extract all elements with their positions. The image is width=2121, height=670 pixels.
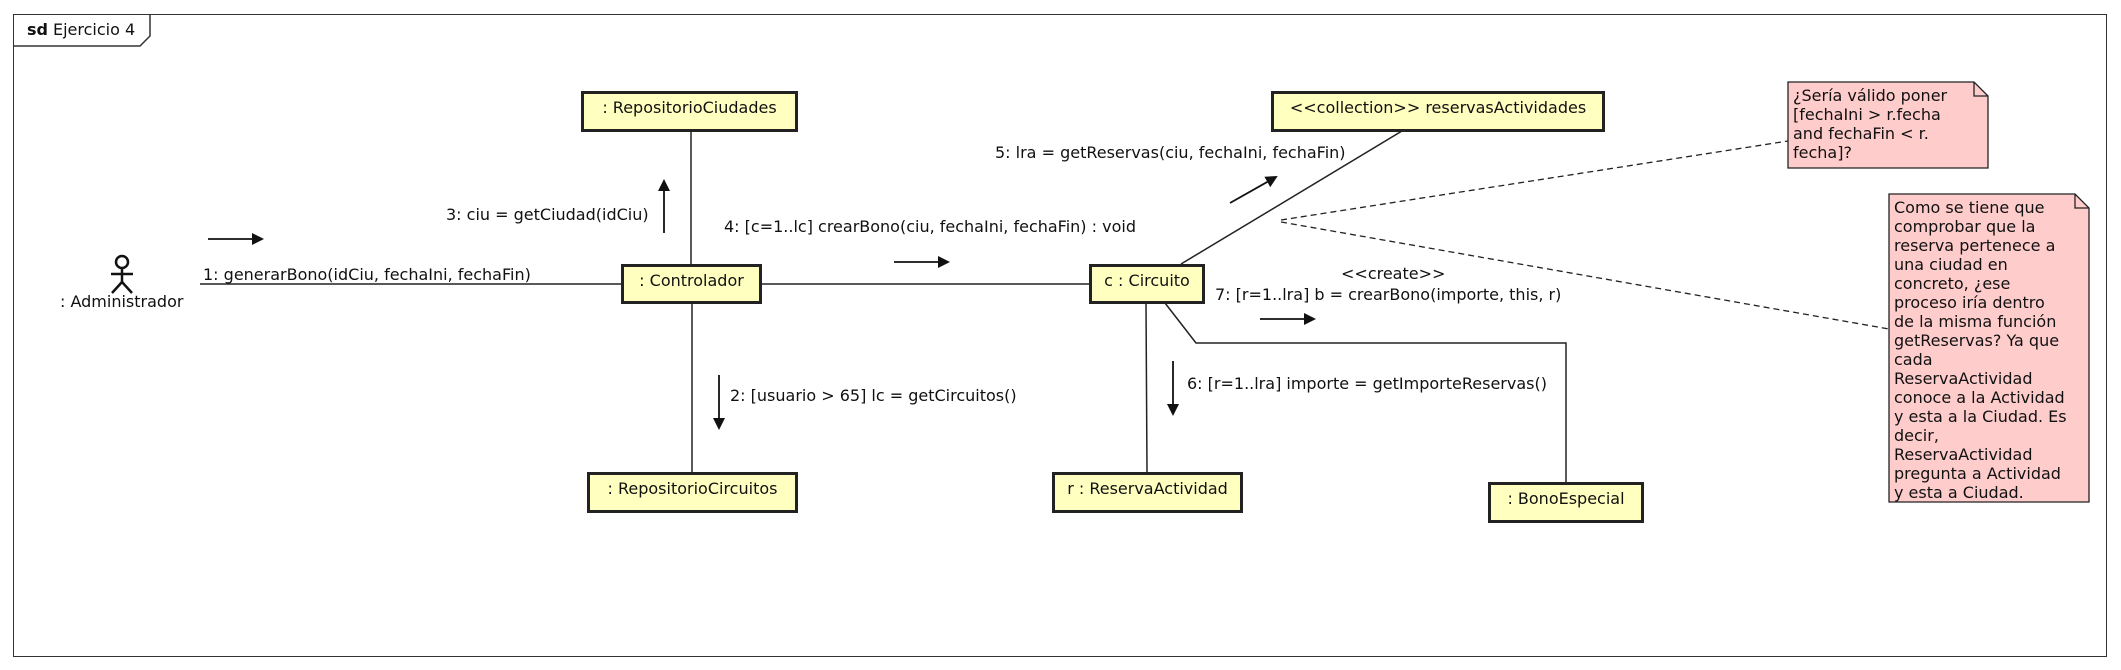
frame-name: Ejercicio 4 (52, 20, 136, 39)
note-2: Como se tiene que comprobar que la reser… (1890, 195, 2080, 505)
note2-outline (1888, 193, 2090, 503)
message-6: 6: [r=1..lra] importe = getImporteReserv… (1187, 374, 1547, 393)
object-bono-especial[interactable]: : BonoEspecial (1488, 482, 1644, 523)
note-2-line: y esta a Ciudad. (1894, 483, 2024, 502)
object-reservas-actividades[interactable]: <<collection>> reservasActividades (1271, 91, 1605, 132)
message-2: 2: [usuario > 65] lc = getCircuitos() (730, 386, 1017, 405)
note-2-line: ReservaActividad (1894, 445, 2033, 464)
note-1: ¿Sería válido poner [fechaIni > r.fecha … (1789, 83, 1974, 165)
note-2-line: ReservaActividad (1894, 369, 2033, 388)
note-2-line: comprobar que la (1894, 217, 2036, 236)
note-2-line: cada (1894, 350, 1933, 369)
note-2-line: getReservas? Ya que (1894, 331, 2060, 350)
note-2-line: reserva pertenece a (1894, 236, 2056, 255)
object-reserva-actividad[interactable]: r : ReservaActividad (1052, 472, 1243, 513)
note-2-line: de la misma función (1894, 312, 2057, 331)
object-controlador[interactable]: : Controlador (621, 264, 762, 304)
object-repositorio-circuitos[interactable]: : RepositorioCircuitos (587, 472, 798, 513)
frame-tab-outline (13, 14, 151, 47)
object-circuito[interactable]: c : Circuito (1089, 264, 1205, 304)
actor-label: : Administrador (60, 292, 184, 311)
message-4: 4: [c=1..lc] crearBono(ciu, fechaIni, fe… (724, 217, 1136, 236)
frame-border (13, 14, 2107, 657)
note-2-line: decir, (1894, 426, 1939, 445)
note-2-line: conoce a la Actividad (1894, 388, 2065, 407)
link-circuito-bonoespecial (1164, 302, 1567, 482)
message-7: 7: [r=1..lra] b = crearBono(importe, thi… (1215, 285, 1562, 304)
link-circuito-reservaactividad (1145, 302, 1148, 474)
note-2-line: concreto, ¿ese (1894, 274, 2011, 293)
note2-anchor (1280, 221, 1890, 330)
note-1-line: and fechaFin < r. (1793, 124, 1929, 143)
message-1: 1: generarBono(idCiu, fechaIni, fechaFin… (203, 265, 531, 284)
note-1-line: ¿Sería válido poner (1793, 86, 1948, 105)
message-3: 3: ciu = getCiudad(idCiu) (446, 205, 649, 224)
frame-keyword: sd (27, 20, 48, 39)
link-circuito-reservas (1180, 130, 1403, 265)
note-1-line: [fechaIni > r.fecha (1793, 105, 1941, 124)
message-7-stereotype: <<create>> (1341, 264, 1446, 283)
note-1-line: fecha]? (1793, 143, 1852, 162)
note-2-line: una ciudad en (1894, 255, 2008, 274)
note-2-line: y esta a la Ciudad. Es (1894, 407, 2067, 426)
note-2-line: proceso iría dentro (1894, 293, 2045, 312)
message-5: 5: lra = getReservas(ciu, fechaIni, fech… (995, 143, 1346, 162)
note1-outline (1787, 81, 1989, 169)
note-2-line: pregunta a Actividad (1894, 464, 2061, 483)
arrow-m5 (1229, 176, 1278, 204)
note1-anchor (1280, 140, 1789, 221)
note-2-line: Como se tiene que (1894, 198, 2045, 217)
object-repositorio-ciudades[interactable]: : RepositorioCiudades (581, 91, 798, 132)
actor-icon (111, 254, 133, 294)
